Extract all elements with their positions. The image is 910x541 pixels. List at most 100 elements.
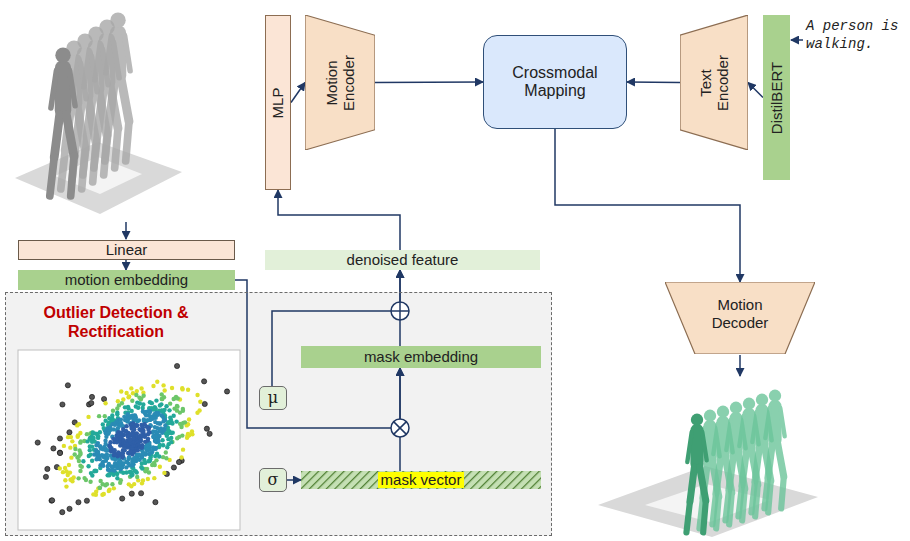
sample-dot [72, 475, 76, 479]
sample-dot [124, 424, 128, 428]
limb [702, 432, 706, 460]
feature-box: mask embedding [301, 346, 541, 368]
sample-dot [103, 414, 107, 418]
sample-dot [78, 431, 82, 435]
sample-dot [181, 447, 185, 451]
sample-dot [103, 401, 107, 405]
sample-dot [141, 478, 145, 482]
limb [781, 477, 784, 509]
sample-dot [160, 438, 164, 442]
outlier-dot [120, 496, 125, 501]
flow-arrow [791, 39, 803, 41]
bert-block: DistilBERT [763, 15, 790, 180]
sample-dot [164, 450, 168, 454]
limb [88, 101, 96, 143]
sample-dot [154, 398, 158, 402]
sample-dot [88, 480, 92, 484]
sample-dot [146, 477, 150, 481]
sample-dot [96, 436, 100, 440]
flow-connector [399, 270, 401, 346]
sample-dot [168, 415, 172, 419]
output-motion-figure [686, 390, 784, 533]
limb [700, 467, 706, 500]
outlier-dot [84, 498, 89, 503]
outlier-dot [224, 389, 229, 394]
sample-dot [68, 445, 72, 449]
sample-dot [68, 470, 72, 474]
sample-dot [69, 455, 73, 459]
node-label: mask embedding [364, 348, 478, 365]
outlier-dot [57, 436, 62, 441]
outlier-dot [101, 396, 106, 401]
sample-dot [129, 386, 133, 390]
sample-dot [104, 435, 108, 439]
sample-dot [110, 482, 114, 486]
sample-dot [127, 394, 131, 398]
limb [104, 135, 107, 175]
sample-dot [98, 430, 102, 434]
sample-dot [187, 417, 191, 421]
sample-dot [78, 452, 82, 456]
node-label: DistilBERT [768, 20, 785, 175]
human-pose [686, 414, 706, 533]
limb [686, 502, 690, 533]
sample-dot [161, 455, 165, 459]
head [704, 410, 716, 422]
limb [125, 36, 131, 71]
limb [780, 408, 784, 436]
sample-dot [186, 432, 190, 436]
outlier-dot [89, 400, 94, 405]
flow-connector [375, 81, 483, 83]
head [55, 48, 70, 63]
outlier-dot [171, 465, 176, 470]
head [743, 398, 755, 410]
limb [82, 149, 85, 189]
flow-connector [278, 190, 400, 250]
outlier-dot [60, 510, 65, 515]
sample-dot [70, 439, 74, 443]
limb [66, 115, 74, 157]
limb [765, 447, 771, 480]
sample-dot [161, 383, 165, 387]
limb [114, 43, 120, 78]
encoder-trapezoid: Text Encoder [680, 15, 748, 150]
sample-dot [139, 386, 143, 390]
process-box: Linear [18, 240, 235, 260]
node-label: Linear [106, 241, 148, 258]
sample-dot [135, 423, 139, 427]
outlier-dot [50, 498, 55, 503]
sample-dot [80, 465, 84, 469]
sample-dot [115, 476, 119, 480]
limb [715, 428, 719, 456]
outlier-dot [76, 500, 81, 505]
limb [92, 57, 98, 92]
trapezoid-shape [665, 282, 815, 354]
input-motion-figure [50, 13, 130, 197]
outlier-dot [43, 474, 48, 479]
outlier-dot [204, 426, 209, 431]
sample-dot [158, 403, 162, 407]
sample-dot [94, 469, 98, 473]
flow-arrow [125, 222, 127, 239]
sample-dot [132, 482, 136, 486]
sample-dot [75, 434, 79, 438]
head [717, 406, 729, 418]
mapping-box: Crossmodal Mapping [483, 35, 627, 129]
outlier-dot [45, 466, 50, 471]
sample-dot [190, 429, 194, 433]
limb [754, 416, 758, 444]
limb [703, 501, 706, 533]
sample-dot [119, 389, 123, 393]
hatch-rect [301, 471, 541, 489]
limb [739, 455, 745, 488]
module-region: Outlier Detection & Rectificationμσmask … [5, 292, 552, 536]
limb [716, 497, 719, 529]
outlier-dot [174, 363, 179, 368]
sample-dot [135, 475, 139, 479]
sample-dot [126, 395, 130, 399]
outlier-dot [89, 394, 94, 399]
node-label: Text Encoder [697, 44, 732, 122]
outlier-dot [138, 491, 143, 496]
encoder-trapezoid: Motion Encoder [305, 15, 375, 150]
text-prompt: A person is walking. [806, 17, 908, 53]
